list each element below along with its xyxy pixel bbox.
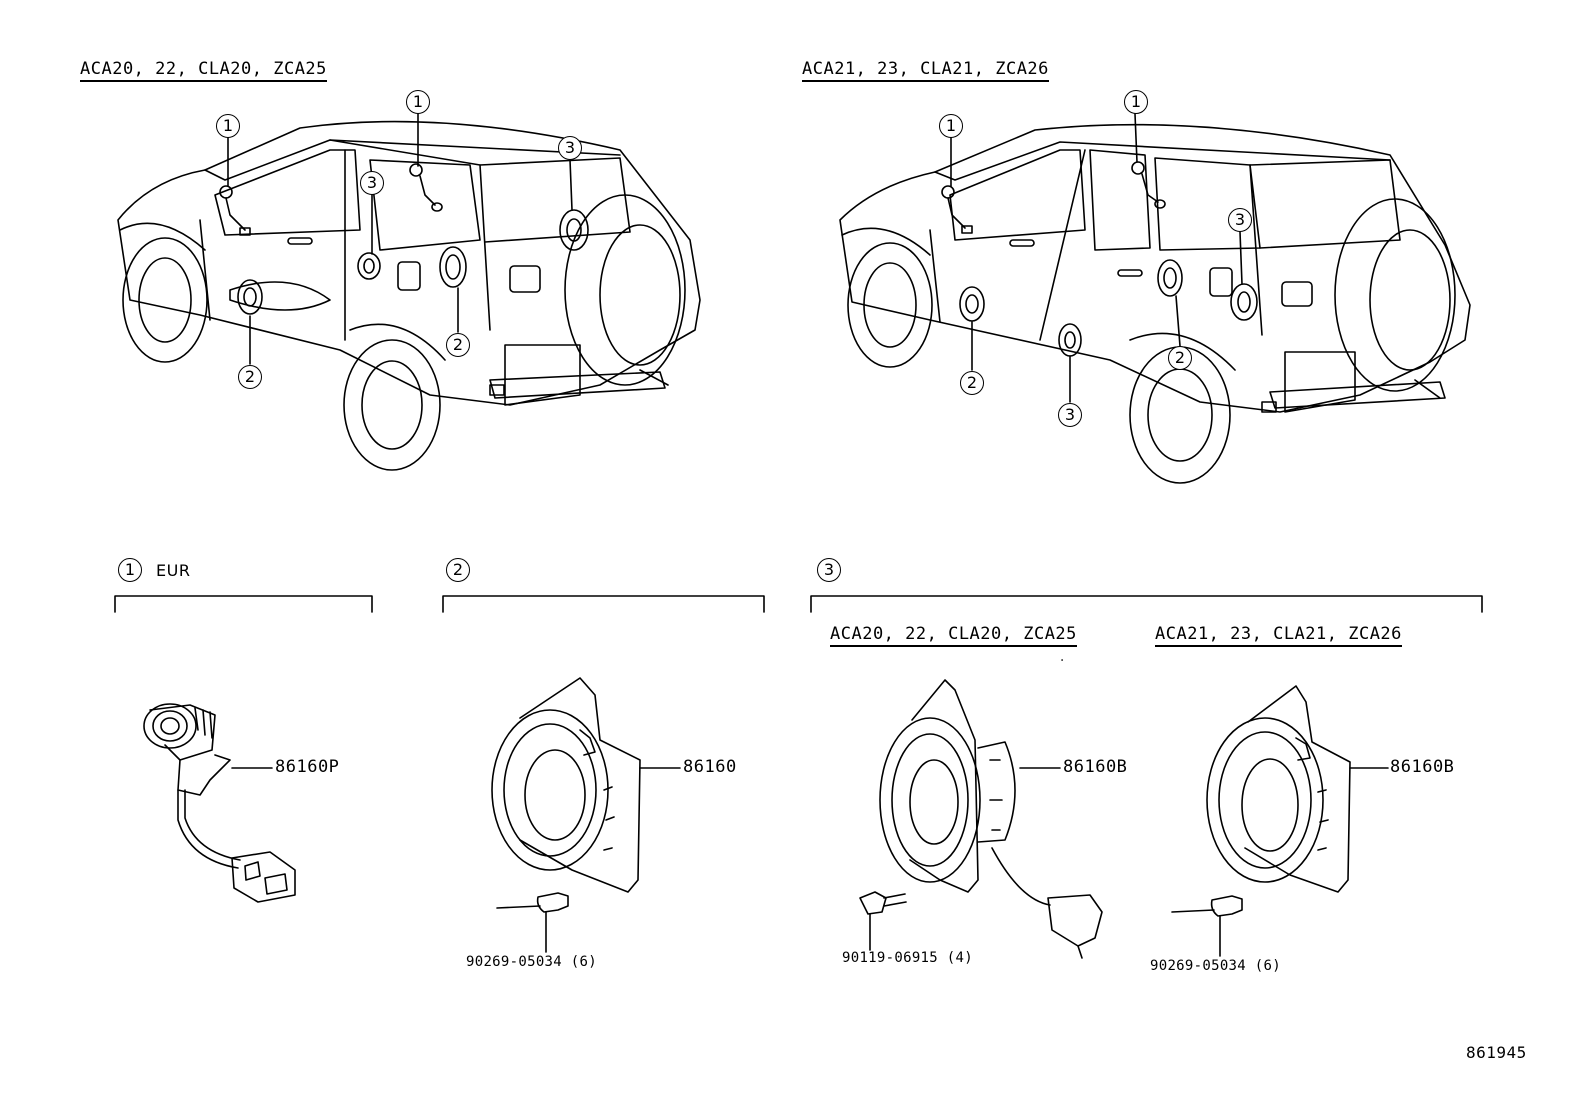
vehicle-5door-illustration <box>839 113 1471 484</box>
callout-1-marker: 1 <box>216 114 240 138</box>
callout-2-marker: 2 <box>960 371 984 395</box>
vehicle-3door-illustration <box>117 113 701 471</box>
part-number-86160b-right: 86160B <box>1390 757 1455 777</box>
callout-3-marker: 3 <box>360 171 384 195</box>
callout-2-marker: 2 <box>1168 346 1192 370</box>
part-86160-drawing <box>491 677 681 953</box>
callout-3-marker: 3 <box>1228 208 1252 232</box>
callout-2-marker: 2 <box>238 365 262 389</box>
section-brackets <box>114 595 1483 613</box>
callout-1-marker: 1 <box>406 90 430 114</box>
callout-3-marker: 3 <box>558 136 582 160</box>
part-86160p-drawing <box>143 703 296 903</box>
section-3-marker: 3 <box>817 558 841 582</box>
callout-1-marker: 1 <box>939 114 963 138</box>
callout-2-marker: 2 <box>446 333 470 357</box>
variant-title-right: ACA21, 23, CLA21, ZCA26 <box>802 59 1049 82</box>
section-1-region: EUR <box>156 561 191 580</box>
part-number-86160p: 86160P <box>275 757 340 777</box>
section-2-marker: 2 <box>446 558 470 582</box>
fastener-number-section-3-left: 90119-06915 (4) <box>842 950 973 966</box>
part-number-86160: 86160 <box>683 757 737 777</box>
callout-3-marker: 3 <box>1058 403 1082 427</box>
part-86160b-left-drawing <box>859 679 1103 959</box>
variant-title-left: ACA20, 22, CLA20, ZCA25 <box>80 59 327 82</box>
section-3-left-title: ACA20, 22, CLA20, ZCA25 <box>830 624 1077 647</box>
fastener-number-section-3-right: 90269-05034 (6) <box>1150 958 1281 974</box>
part-number-86160b-left: 86160B <box>1063 757 1128 777</box>
section-1-marker: 1 <box>118 558 142 582</box>
section-3-right-title: ACA21, 23, CLA21, ZCA26 <box>1155 624 1402 647</box>
part-86160b-right-drawing <box>1171 685 1389 957</box>
fastener-number-section-2: 90269-05034 (6) <box>466 954 597 970</box>
callout-1-marker: 1 <box>1124 90 1148 114</box>
figure-id: 861945 <box>1466 1043 1527 1062</box>
